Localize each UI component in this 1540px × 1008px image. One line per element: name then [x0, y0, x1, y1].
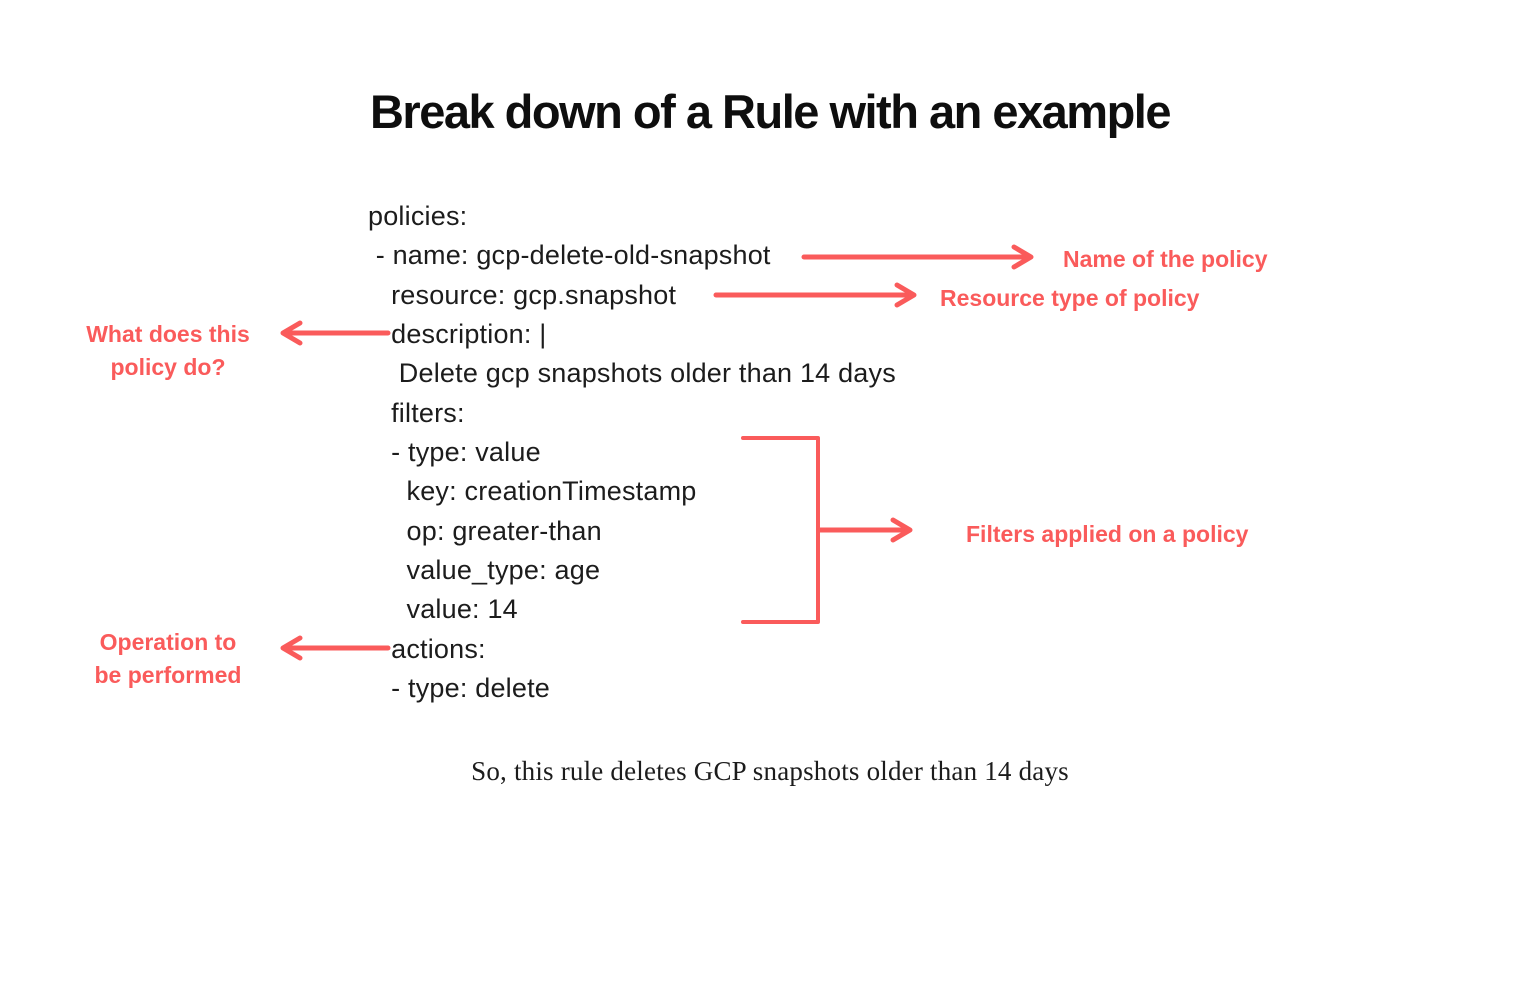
name-policy-label: Name of the policy: [1063, 246, 1268, 272]
resource-type-label: Resource type of policy: [940, 285, 1200, 311]
yaml-line: - type: delete: [368, 672, 550, 703]
yaml-line: op: greater-than: [368, 515, 602, 546]
yaml-line: resource: gcp.snapshot: [368, 279, 677, 310]
page-title: Break down of a Rule with an example: [369, 85, 1172, 138]
yaml-line: Delete gcp snapshots older than 14 days: [368, 358, 896, 389]
yaml-line: value_type: age: [368, 554, 601, 585]
yaml-line: policies:: [368, 201, 468, 231]
yaml-line: - name: gcp-delete-old-snapshot: [368, 240, 771, 271]
actions-label: Operation to be performed: [94, 629, 242, 688]
description-label: What does this policy do?: [86, 321, 250, 380]
filters-label: Filters applied on a policy: [966, 521, 1249, 547]
yaml-line: - type: value: [368, 436, 541, 467]
yaml-line: actions:: [368, 633, 486, 664]
yaml-line: key: creationTimestamp: [368, 476, 697, 507]
yaml-line: description: |: [368, 318, 547, 349]
yaml-code-block: policies: - name: gcp-delete-old-snapsho…: [368, 197, 896, 708]
yaml-line: filters:: [368, 397, 465, 428]
summary-text: So, this rule deletes GCP snapshots olde…: [471, 756, 1069, 786]
yaml-line: value: 14: [368, 594, 518, 625]
